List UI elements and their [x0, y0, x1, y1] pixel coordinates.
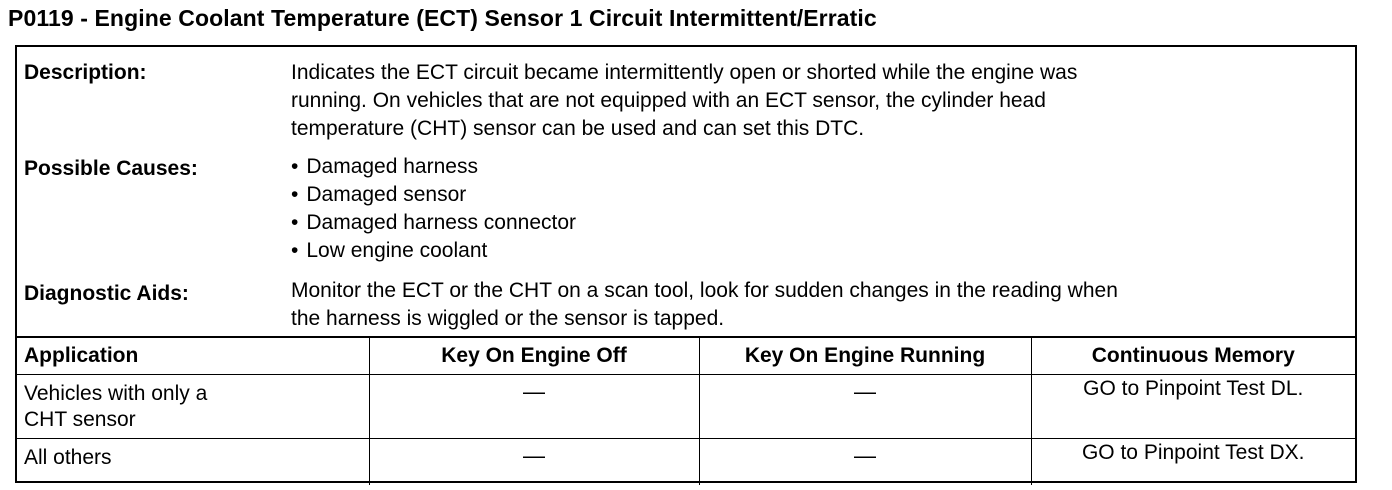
- diagnostic-aids-label: Diagnostic Aids:: [24, 282, 189, 305]
- cause-item: Damaged harness: [291, 153, 1341, 181]
- diagnostic-aids-text: Monitor the ECT or the CHT on a scan too…: [291, 277, 1341, 333]
- diagnostic-aids-line: Monitor the ECT or the CHT on a scan too…: [291, 279, 1118, 302]
- koeo-cell: —: [368, 438, 700, 485]
- application-cell: All others: [17, 438, 370, 485]
- possible-causes-list: Damaged harness Damaged sensor Damaged h…: [291, 153, 1341, 265]
- page-title: P0119 - Engine Coolant Temperature (ECT)…: [8, 5, 877, 31]
- table-row: Vehicles with only a CHT sensor — — GO t…: [17, 374, 1355, 439]
- memory-cell: GO to Pinpoint Test DX.: [1030, 438, 1355, 485]
- possible-causes-label: Possible Causes:: [24, 157, 198, 180]
- description-line: running. On vehicles that are not equipp…: [291, 89, 1046, 112]
- diagnostic-aids-line: the harness is wiggled or the sensor is …: [291, 307, 725, 330]
- header-application: Application: [17, 336, 370, 375]
- cause-item: Damaged sensor: [291, 181, 1341, 209]
- table-header-row: Application Key On Engine Off Key On Eng…: [17, 336, 1355, 375]
- application-cell: Vehicles with only a CHT sensor: [17, 374, 370, 439]
- header-koer: Key On Engine Running: [698, 336, 1032, 375]
- cause-item: Low engine coolant: [291, 237, 1341, 265]
- description-label: Description:: [24, 61, 147, 84]
- koeo-cell: —: [368, 374, 700, 439]
- header-koeo: Key On Engine Off: [368, 336, 700, 375]
- cause-item: Damaged harness connector: [291, 209, 1341, 237]
- description-text: Indicates the ECT circuit became intermi…: [291, 59, 1341, 143]
- table-row: All others — — GO to Pinpoint Test DX.: [17, 438, 1355, 485]
- dtc-info-box: Description: Indicates the ECT circuit b…: [15, 45, 1357, 485]
- description-line: Indicates the ECT circuit became intermi…: [291, 61, 1078, 84]
- header-continuous-memory: Continuous Memory: [1030, 336, 1355, 375]
- memory-cell: GO to Pinpoint Test DL.: [1030, 374, 1355, 439]
- koer-cell: —: [698, 438, 1032, 485]
- koer-cell: —: [698, 374, 1032, 439]
- description-line: temperature (CHT) sensor can be used and…: [291, 117, 865, 140]
- application-table: Application Key On Engine Off Key On Eng…: [17, 336, 1355, 485]
